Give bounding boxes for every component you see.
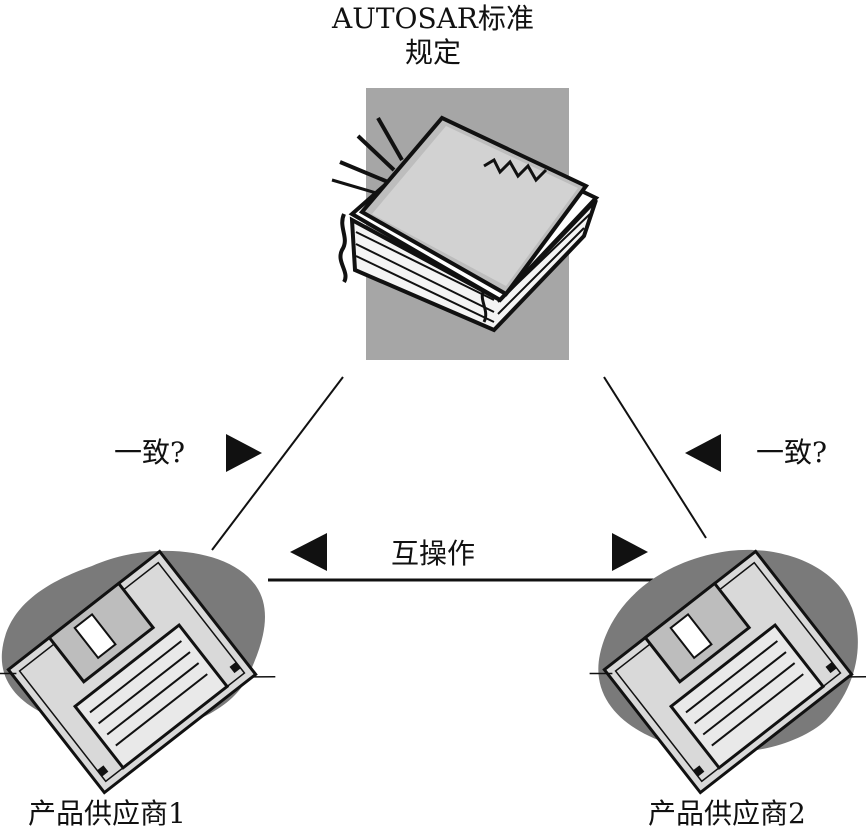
arrow-right-icon [612, 533, 648, 571]
consistency-label-left: 一致? [114, 436, 186, 469]
standard-subtitle: 规定 [404, 36, 461, 69]
arrow-left-icon [290, 533, 327, 571]
book-icon [331, 88, 600, 360]
floppy-disk-icon [0, 549, 276, 795]
vendor-label-1: 产品供应商1 [28, 797, 186, 830]
floppy-disk-icon [589, 549, 866, 795]
consistency-label-right: 一致? [756, 436, 828, 469]
vendor-label-2: 产品供应商2 [648, 797, 806, 830]
standard-title: AUTOSAR标准 [332, 2, 534, 35]
link-standard-vendor1 [211, 376, 344, 551]
interoperation-label: 互操作 [390, 537, 475, 570]
arrow-left-icon [685, 434, 721, 472]
arrow-right-icon [226, 434, 262, 472]
link-standard-vendor2 [603, 376, 707, 539]
